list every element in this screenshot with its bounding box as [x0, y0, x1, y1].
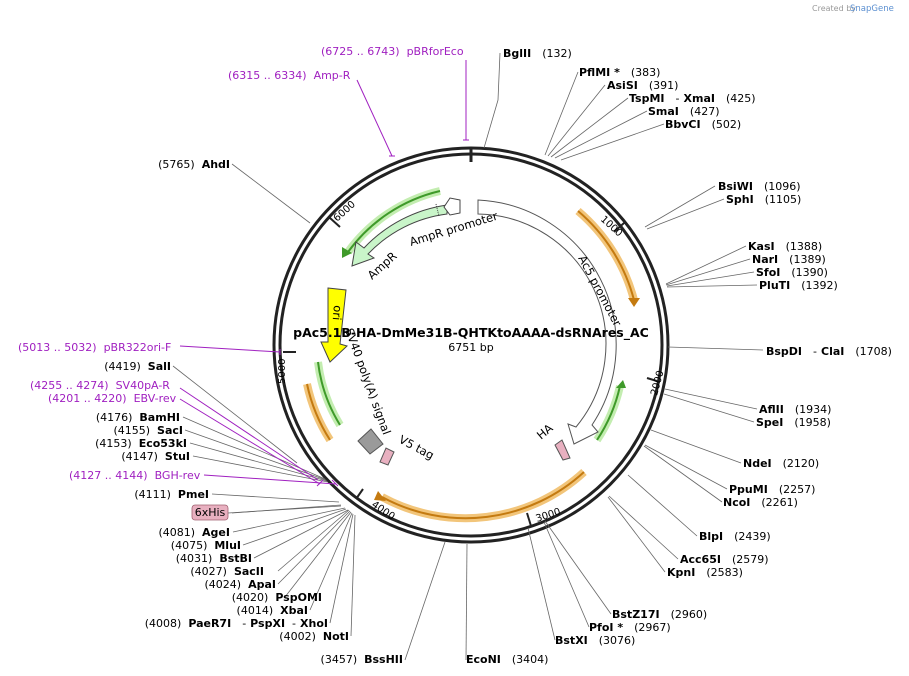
- site-ndei: NdeI(2120): [743, 457, 819, 470]
- his-tag-label: 6xHis: [195, 506, 226, 519]
- plasmid-name: pAc5.1B-HA-DmMe31B-QHTKtoAAAA-dsRNAres_A…: [293, 325, 649, 341]
- site-acc65i: Acc65I(2579): [680, 553, 769, 566]
- credit-brand: SnapGene: [850, 4, 894, 14]
- primer-bgh-rev: (4127 .. 4144)BGH-rev: [69, 469, 201, 482]
- site-nari: NarI(1389): [752, 253, 826, 266]
- site-bstbi: (4031)BstBI: [176, 552, 252, 565]
- sites-left: (5765)AhdI (4419)SalI (4176)BamHI (4155)…: [95, 158, 403, 666]
- site-pfoi: PfoI *(2967): [589, 621, 671, 634]
- site-aflii: AflII(1934): [759, 403, 831, 416]
- cds-arc-1-head: [628, 298, 640, 307]
- site-agei: (4081)AgeI: [158, 526, 230, 539]
- label-v5-tag: V5 tag: [397, 432, 437, 462]
- site-bstxi: BstXI(3076): [555, 634, 635, 647]
- site-xbai: (4014)XbaI: [237, 604, 308, 617]
- site-mlui: (4075)MluI: [171, 539, 241, 552]
- cds-arc-main-core: [381, 471, 585, 520]
- feature-arc-green-2-head: [616, 380, 626, 388]
- label-ampr: AmpR: [365, 249, 400, 282]
- site-sali: (4419)SalI: [104, 360, 171, 373]
- primer-pbrforeco: (6725 .. 6743)pBRforEco: [321, 45, 464, 58]
- primer-lines: [179, 60, 469, 487]
- ha-feature: [554, 439, 571, 461]
- feature-arc-green-left-core: [317, 361, 341, 426]
- site-bsshii: (3457)BssHII: [321, 653, 403, 666]
- site-noti: (4002)NotI: [279, 630, 349, 643]
- primer-labels: (6725 .. 6743)pBRforEco (6315 .. 6334)Am…: [18, 45, 464, 482]
- site-paer7i-pspxi-xhoi: (4008)PaeR7I-PspXI-XhoI: [145, 617, 328, 630]
- site-asisi: AsiSI(391): [607, 79, 678, 92]
- leader-lines-right: [465, 52, 764, 661]
- site-eco53ki: (4153)Eco53kI: [95, 437, 187, 450]
- site-ncoi: NcoI(2261): [723, 496, 798, 509]
- cds-arc-1-core: [577, 210, 635, 301]
- site-econi: EcoNI(3404): [466, 653, 548, 666]
- label-ha: HA: [534, 421, 556, 442]
- site-bspdi-clai: BspDI-ClaI(1708): [766, 345, 892, 358]
- tick-label-5000: 5000: [277, 359, 288, 384]
- feature-arc-green-top-head: [342, 247, 352, 258]
- site-blpi: BlpI(2439): [699, 530, 771, 543]
- site-pspomi: (4020)PspOMI: [232, 591, 322, 604]
- primer-sv40pa-r: (4255 .. 4274)SV40pA-R: [30, 379, 170, 392]
- plasmid-size: 6751 bp: [448, 341, 493, 354]
- his-tag-badge: [191, 504, 229, 521]
- credit-created-by: Created by: [812, 4, 856, 13]
- ampr-dots: [435, 203, 440, 217]
- site-bsiwi: BsiWI(1096): [718, 180, 801, 193]
- tick-marks: [283, 217, 661, 527]
- site-pmei: (4111)PmeI: [134, 488, 209, 501]
- cds-arc-main-head: [374, 491, 386, 501]
- site-kpni: KpnI(2583): [667, 566, 743, 579]
- site-sphi: SphI(1105): [726, 193, 801, 206]
- label-sv40: SV40 poly(A) signal: [342, 326, 394, 436]
- site-bglii: BglII(132): [503, 47, 572, 60]
- sites-right: BglII(132) PflMI *(383) AsiSI(391) TspMI…: [466, 47, 892, 666]
- primer-amp-r: (6315 .. 6334)Amp-R: [228, 69, 351, 82]
- feature-arc-green-2-core: [596, 385, 621, 441]
- site-bbvci: BbvCI(502): [665, 118, 741, 131]
- sv40-feature: [357, 428, 384, 455]
- ampr-feature: [351, 204, 448, 267]
- amp-promoter-feature: [443, 197, 461, 216]
- site-bstz17i: BstZ17I(2960): [612, 608, 707, 621]
- cds-arc-left-core: [306, 383, 331, 441]
- site-ahdi: (5765)AhdI: [158, 158, 230, 171]
- site-tspmi-xmai: TspMI-XmaI(425): [629, 92, 756, 105]
- site-smai: SmaI(427): [648, 105, 720, 118]
- site-saci: (4155)SacI: [113, 424, 183, 437]
- ori-feature: [320, 287, 348, 363]
- site-pflmi: PflMI *(383): [579, 66, 660, 79]
- label-ori: ori: [330, 305, 345, 321]
- site-pluti: PluTI(1392): [759, 279, 838, 292]
- his-tag-line: [227, 505, 342, 514]
- primer-ebv-rev: (4201 .. 4220)EBV-rev: [48, 392, 177, 405]
- site-apai: (4024)ApaI: [205, 578, 276, 591]
- ac5-promoter-feature: [477, 199, 617, 445]
- v5-tag-feature: [379, 447, 395, 466]
- site-spei: SpeI(1958): [756, 416, 831, 429]
- site-sfoi: SfoI(1390): [756, 266, 828, 279]
- site-kasi: KasI(1388): [748, 240, 822, 253]
- site-stui: (4147)StuI: [121, 450, 190, 463]
- site-bamhi: (4176)BamHI: [96, 411, 180, 424]
- site-ppumi: PpuMI(2257): [729, 483, 815, 496]
- primer-pbr322ori-f: (5013 .. 5032)pBR322ori-F: [18, 341, 171, 354]
- site-sacii: (4027)SacII: [190, 565, 264, 578]
